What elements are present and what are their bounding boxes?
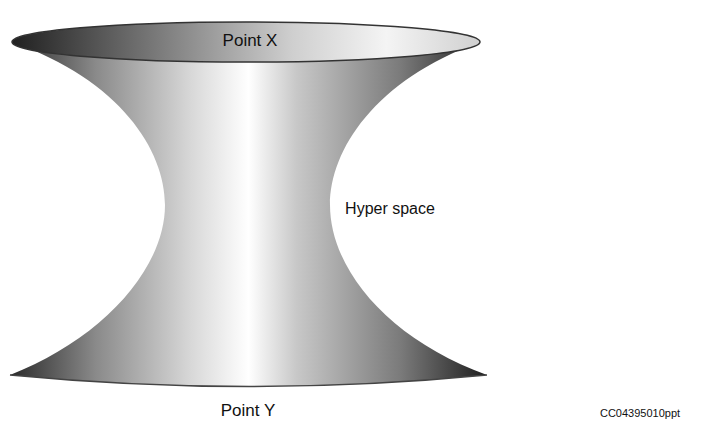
region-label: Hyper space bbox=[345, 200, 435, 218]
point-label: Point X bbox=[223, 32, 278, 51]
hyperspace-body bbox=[10, 42, 487, 387]
point-label: Point Y bbox=[221, 402, 276, 421]
top-opening bbox=[12, 22, 480, 62]
file-id-label: CC04395010ppt bbox=[600, 407, 680, 419]
bottom-rim bbox=[10, 375, 487, 387]
